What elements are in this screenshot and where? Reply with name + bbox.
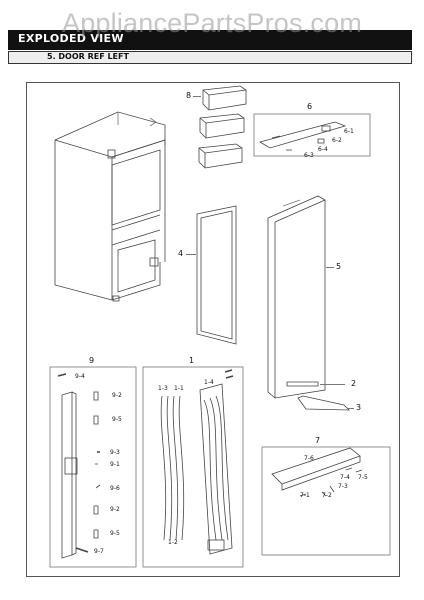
section-title: 5. DOOR REF LEFT <box>47 52 129 61</box>
door-gasket-drawing <box>196 205 237 345</box>
callout-1-3: 1-3 <box>158 385 168 392</box>
shelf-parts-drawing <box>271 447 363 497</box>
callout-6: 6 <box>307 102 313 111</box>
callout-8: 8 <box>186 91 192 100</box>
callout-9-7: 9-7 <box>94 548 104 555</box>
door-cap-drawing <box>253 113 371 157</box>
callout-9-2b: 9-2 <box>110 506 120 513</box>
refrigerator-cabinet-drawing <box>54 111 166 302</box>
callout-9-6: 9-6 <box>110 485 120 492</box>
header-title: EXPLODED VIEW <box>18 32 124 45</box>
callout-2: 2 <box>351 379 357 388</box>
callout-7-3: 7-3 <box>338 483 348 490</box>
watermark: AppliancePartsPros.com <box>61 8 363 38</box>
leader-line <box>326 267 334 268</box>
callout-1-1: 1-1 <box>174 385 184 392</box>
leader-line <box>193 96 201 97</box>
callout-7-6: 7-6 <box>304 455 314 462</box>
callout-9-3: 9-3 <box>110 449 120 456</box>
callout-9-1: 9-1 <box>110 461 120 468</box>
door-bins-drawing <box>198 85 247 169</box>
door-assembly-drawing <box>267 195 326 399</box>
callout-9-2a: 9-2 <box>112 392 122 399</box>
diagram-frame <box>26 82 400 577</box>
callout-6-3: 6-3 <box>304 152 314 159</box>
callout-5: 5 <box>336 262 342 271</box>
callout-1-2: 1-2 <box>168 539 178 546</box>
section-bar: 5. DOOR REF LEFT <box>8 51 412 64</box>
callout-9-5b: 9-5 <box>110 530 120 537</box>
callout-9-5a: 9-5 <box>112 416 122 423</box>
handle-parts-drawing <box>286 381 350 411</box>
callout-7: 7 <box>315 436 321 445</box>
callout-6-2: 6-2 <box>332 137 342 144</box>
callout-4: 4 <box>178 249 184 258</box>
callout-7-5: 7-5 <box>358 474 368 481</box>
callout-7-2: 7-2 <box>322 492 332 499</box>
hinge-parts-drawing <box>57 373 101 559</box>
callout-7-4: 7-4 <box>340 474 350 481</box>
callout-1: 1 <box>189 356 195 365</box>
header-bar: EXPLODED VIEW <box>8 30 412 50</box>
callout-9: 9 <box>89 356 95 365</box>
callout-3: 3 <box>356 403 362 412</box>
callout-6-4: 6-4 <box>318 146 328 153</box>
leader-line <box>186 254 196 255</box>
callout-9-4: 9-4 <box>75 373 85 380</box>
callout-1-4: 1-4 <box>204 379 214 386</box>
gasket-parts-drawing <box>160 369 234 555</box>
callout-6-1: 6-1 <box>344 128 354 135</box>
callout-7-1: 7-1 <box>300 492 310 499</box>
leader-line <box>320 384 345 385</box>
leader-line <box>348 408 354 409</box>
